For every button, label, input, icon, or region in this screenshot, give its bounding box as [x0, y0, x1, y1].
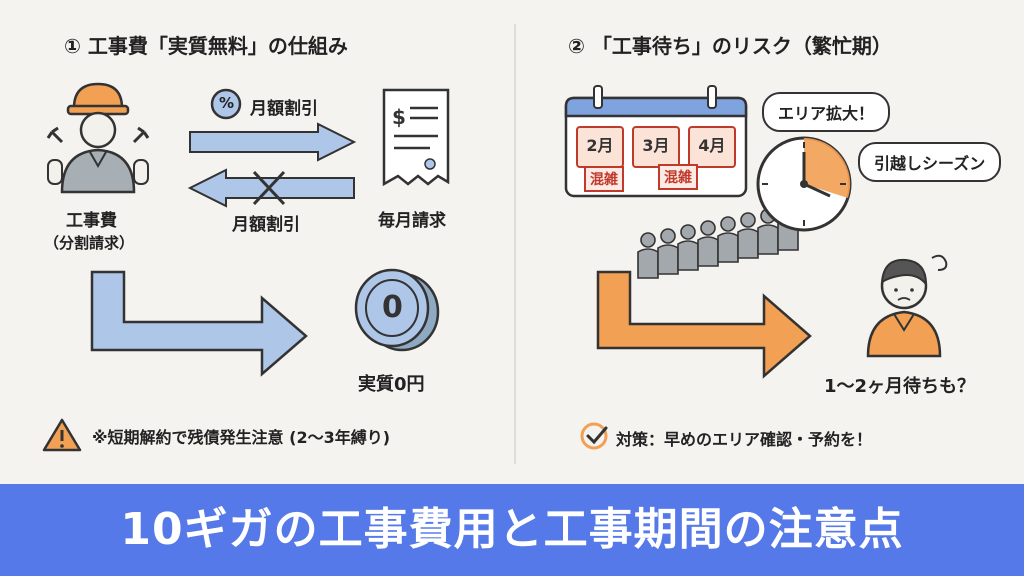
month-apr: 4月: [688, 126, 736, 168]
check-icon: [580, 422, 608, 450]
worried-person-icon: [866, 254, 948, 358]
percent-symbol: %: [219, 94, 235, 112]
title-banner: 10ギガの工事費用と工事期間の注意点: [0, 484, 1024, 576]
right-panel-title: ② 「工事待ち」のリスク（繁忙期）: [568, 34, 892, 58]
worker-sublabel: （分割請求）: [44, 234, 135, 252]
result-label: 実質0円: [358, 374, 425, 395]
discount-label-top: 月額割引: [250, 99, 318, 119]
percent-badge-icon: [210, 88, 242, 120]
clock-icon: [756, 136, 852, 232]
worker-label: 工事費: [66, 211, 117, 231]
discount-arrow-right: [189, 122, 357, 162]
congestion-stamp-2: 混雑: [658, 164, 698, 190]
congestion-stamp-1: 混雑: [584, 166, 624, 192]
svg-text:$: $: [392, 105, 406, 129]
coin-digit: 0: [382, 290, 403, 325]
warning-icon: [42, 418, 82, 452]
month-mar: 3月: [632, 126, 680, 168]
tip-text: 対策：早めのエリア確認・予約を！: [616, 430, 873, 449]
wait-label: 1〜2ヶ月待ちも？: [824, 376, 976, 397]
speech-bubble-area: エリア拡大！: [762, 92, 891, 132]
coin-icon: [354, 268, 440, 352]
bill-icon: $: [382, 88, 450, 187]
waiting-flow-arrow: [596, 270, 812, 379]
bill-label: 毎月請求: [378, 211, 446, 231]
left-panel: ① 工事費「実質無料」の仕組み $: [0, 0, 512, 484]
right-panel: ② 「工事待ち」のリスク（繁忙期）: [512, 0, 1024, 484]
month-feb: 2月: [576, 126, 624, 168]
left-illustration: $: [42, 82, 450, 452]
warning-text: ※短期解約で残債発生注意 (2〜3年縛り): [92, 428, 391, 447]
panel-divider: [514, 24, 516, 464]
discount-label-bottom: 月額割引: [232, 215, 300, 235]
worker-icon: [46, 82, 150, 194]
speech-bubble-season: 引越しシーズン: [858, 142, 1002, 182]
right-illustration: [564, 85, 948, 450]
discount-arrow-left-crossed: [187, 168, 355, 208]
left-panel-title: ① 工事費「実質無料」の仕組み: [64, 34, 348, 58]
payment-flow-arrow: [90, 270, 308, 377]
